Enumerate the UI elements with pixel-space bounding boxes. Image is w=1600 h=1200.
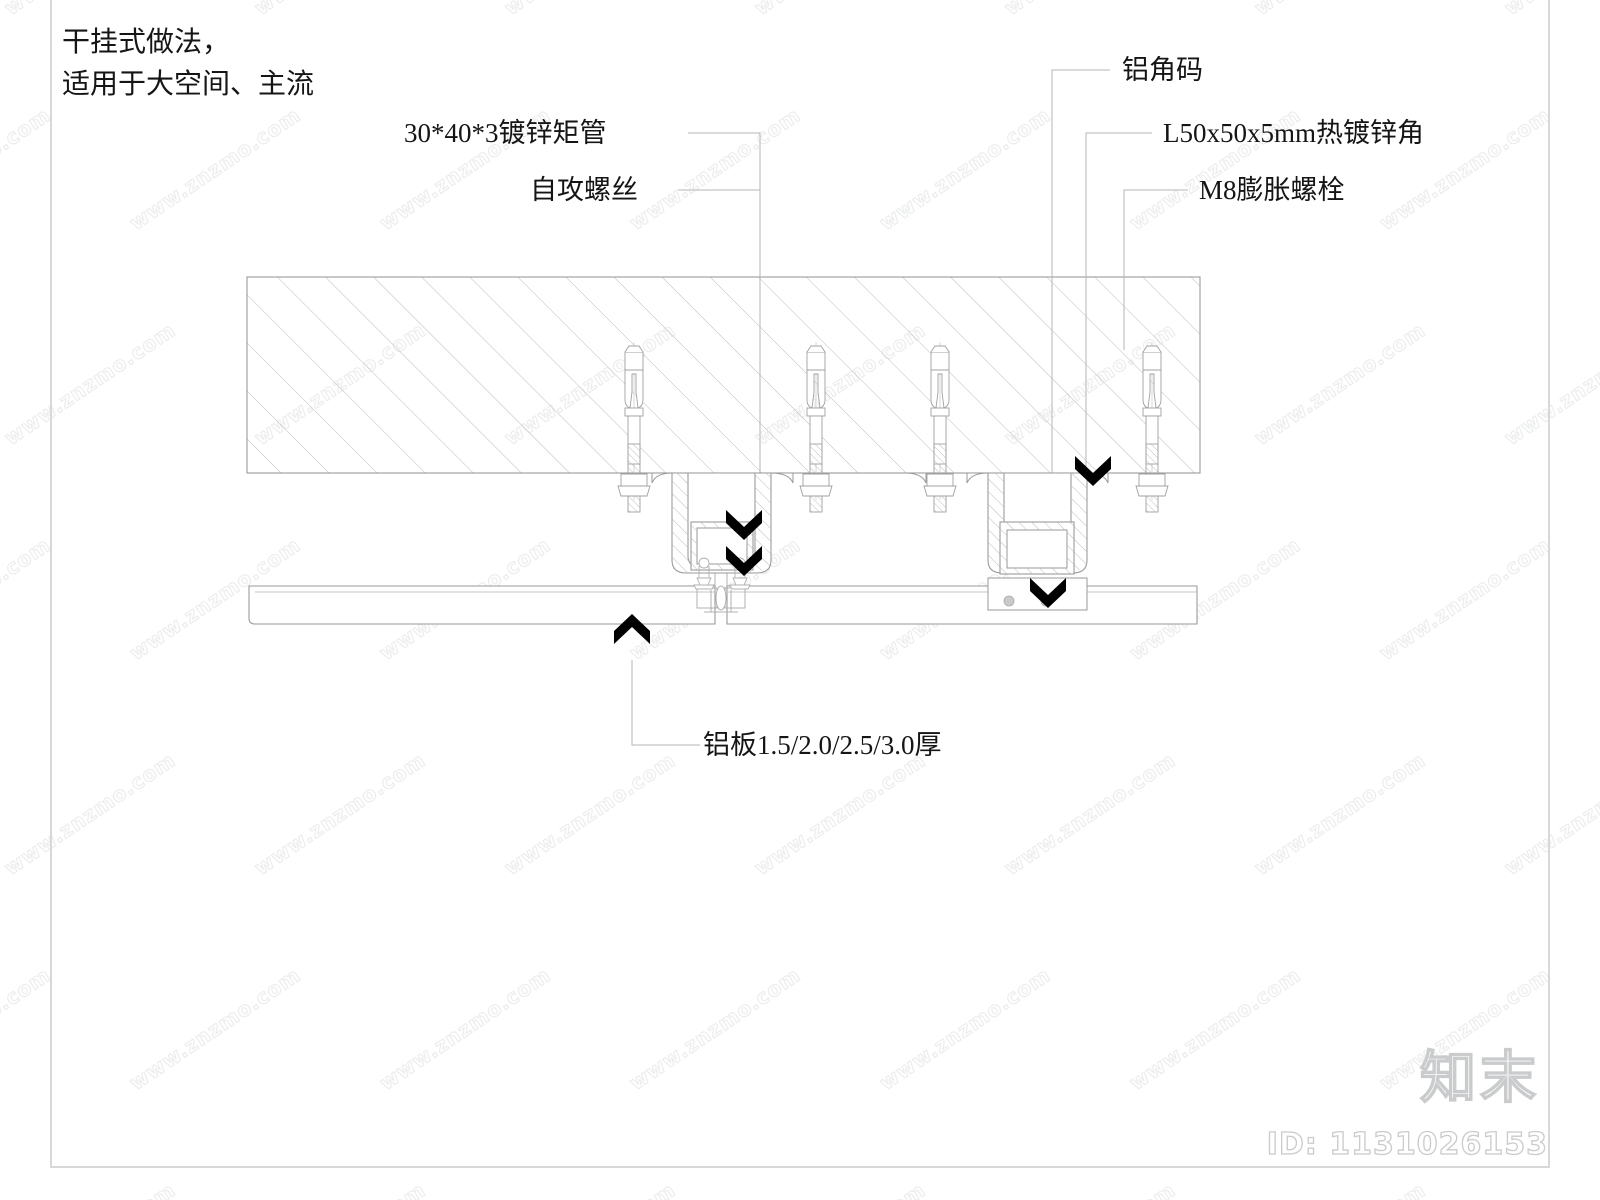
arrow-markers bbox=[614, 456, 1111, 644]
label-aluminum-panel: 铝板1.5/2.0/2.5/3.0厚 bbox=[703, 730, 942, 760]
label-m8-expansion-bolt: M8膨胀螺栓 bbox=[1199, 175, 1345, 205]
drawing-id: ID: 1131026153 bbox=[1266, 1126, 1548, 1162]
title-line-1: 干挂式做法， bbox=[62, 27, 231, 58]
label-galvanized-tube: 30*40*3镀锌矩管 bbox=[404, 118, 607, 148]
label-hot-dip-galvanized-angle: L50x50x5mm热镀锌角 bbox=[1163, 118, 1424, 148]
title-line-2: 适用于大空间、主流 bbox=[62, 69, 315, 100]
brand-logo: 知末 bbox=[1419, 1045, 1540, 1112]
label-aluminum-corner-code: 铝角码 bbox=[1122, 55, 1203, 85]
label-self-tapping-screw: 自攻螺丝 bbox=[530, 175, 638, 205]
